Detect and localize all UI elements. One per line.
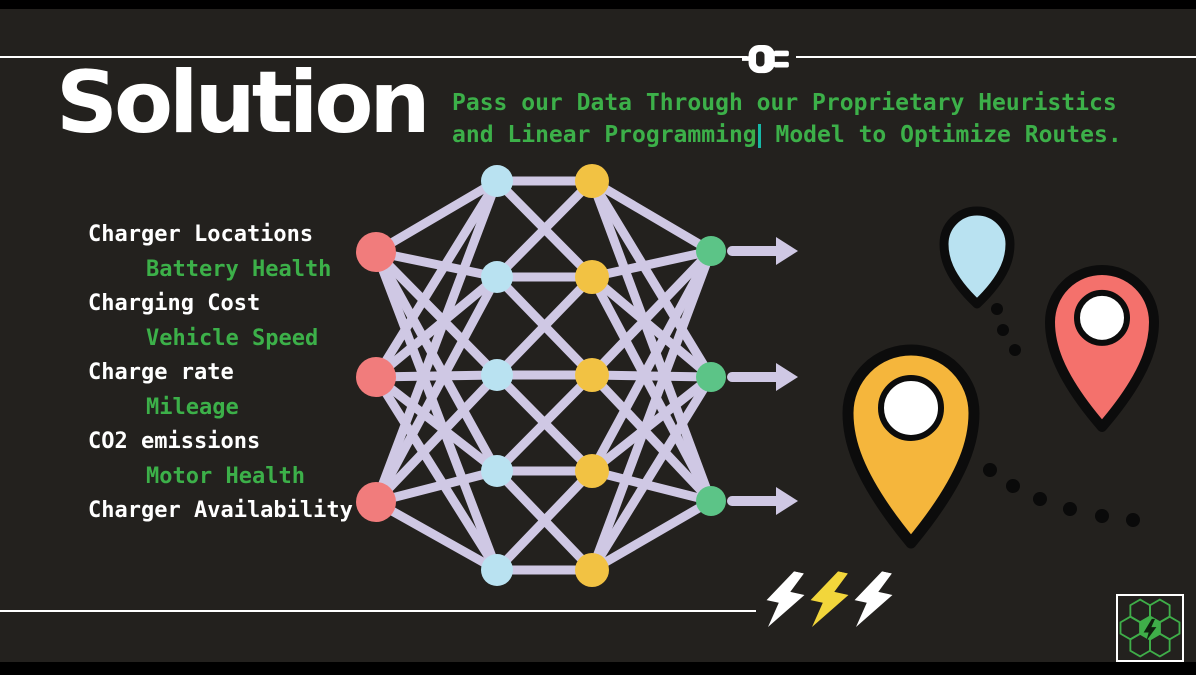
flow-arrow-icon [727,237,798,265]
network-node [575,164,609,198]
network-node [575,454,609,488]
dotted-path [983,463,1140,527]
top-divider-line-left [0,56,747,58]
flow-arrow-icon [727,363,798,391]
feature-item[interactable]: CO2 emissions [88,429,261,454]
slide-title[interactable]: Solution [56,53,431,153]
company-logo [1116,594,1184,662]
red-map-pin [1045,265,1159,432]
network-node [696,486,726,516]
network-node [481,455,513,487]
lightning-bolt-icon [854,571,893,628]
top-divider-line-right [796,56,1196,58]
plug-icon [742,44,789,74]
network-node [481,359,513,391]
subtitle-line-2-post: Model to Optimize Routes. [761,122,1122,148]
network-layer-input [356,232,396,522]
flow-arrow-icon [727,487,798,515]
text-cursor [757,124,761,148]
network-node [481,261,513,293]
feature-item[interactable]: Charger Locations [88,222,314,247]
feature-item[interactable]: Charging Cost [88,291,261,316]
network-node [356,232,396,272]
network-node [356,482,396,522]
network-node [696,362,726,392]
honeycomb-logo-icon [1119,598,1181,658]
lightning-bolt-icon [810,571,849,628]
feature-item[interactable]: Charger Availability [88,498,353,523]
network-node [356,357,396,397]
feature-item[interactable]: Mileage [146,394,239,420]
subtitle-line-2-pre: and Linear Programming [452,122,757,148]
network-node [481,165,513,197]
network-node [696,236,726,266]
slide-subtitle[interactable]: Pass our Data Through our Proprietary He… [452,87,1122,151]
dotted-path [991,303,1021,356]
feature-item[interactable]: Battery Health [146,256,332,282]
network-node [575,260,609,294]
network-node [481,554,513,586]
lightning-bolt-icon [766,571,805,628]
bottom-divider-line [0,610,756,612]
yellow-map-pin [842,344,980,549]
subtitle-line-1: Pass our Data Through our Proprietary He… [452,90,1117,116]
network-layer-output [696,236,726,516]
network-layer-hidden2 [575,164,609,587]
network-layer-hidden1 [481,165,513,586]
network-node [575,553,609,587]
blue-map-pin [939,206,1015,309]
letterbox-bottom [0,662,1196,675]
feature-item[interactable]: Motor Health [146,463,305,489]
subtitle-line-2: and Linear Programming Model to Optimize… [452,119,1122,151]
network-node [575,358,609,392]
feature-item[interactable]: Vehicle Speed [146,325,319,351]
network-edges [371,176,716,575]
feature-item[interactable]: Charge rate [88,360,234,385]
letterbox-top [0,0,1196,9]
